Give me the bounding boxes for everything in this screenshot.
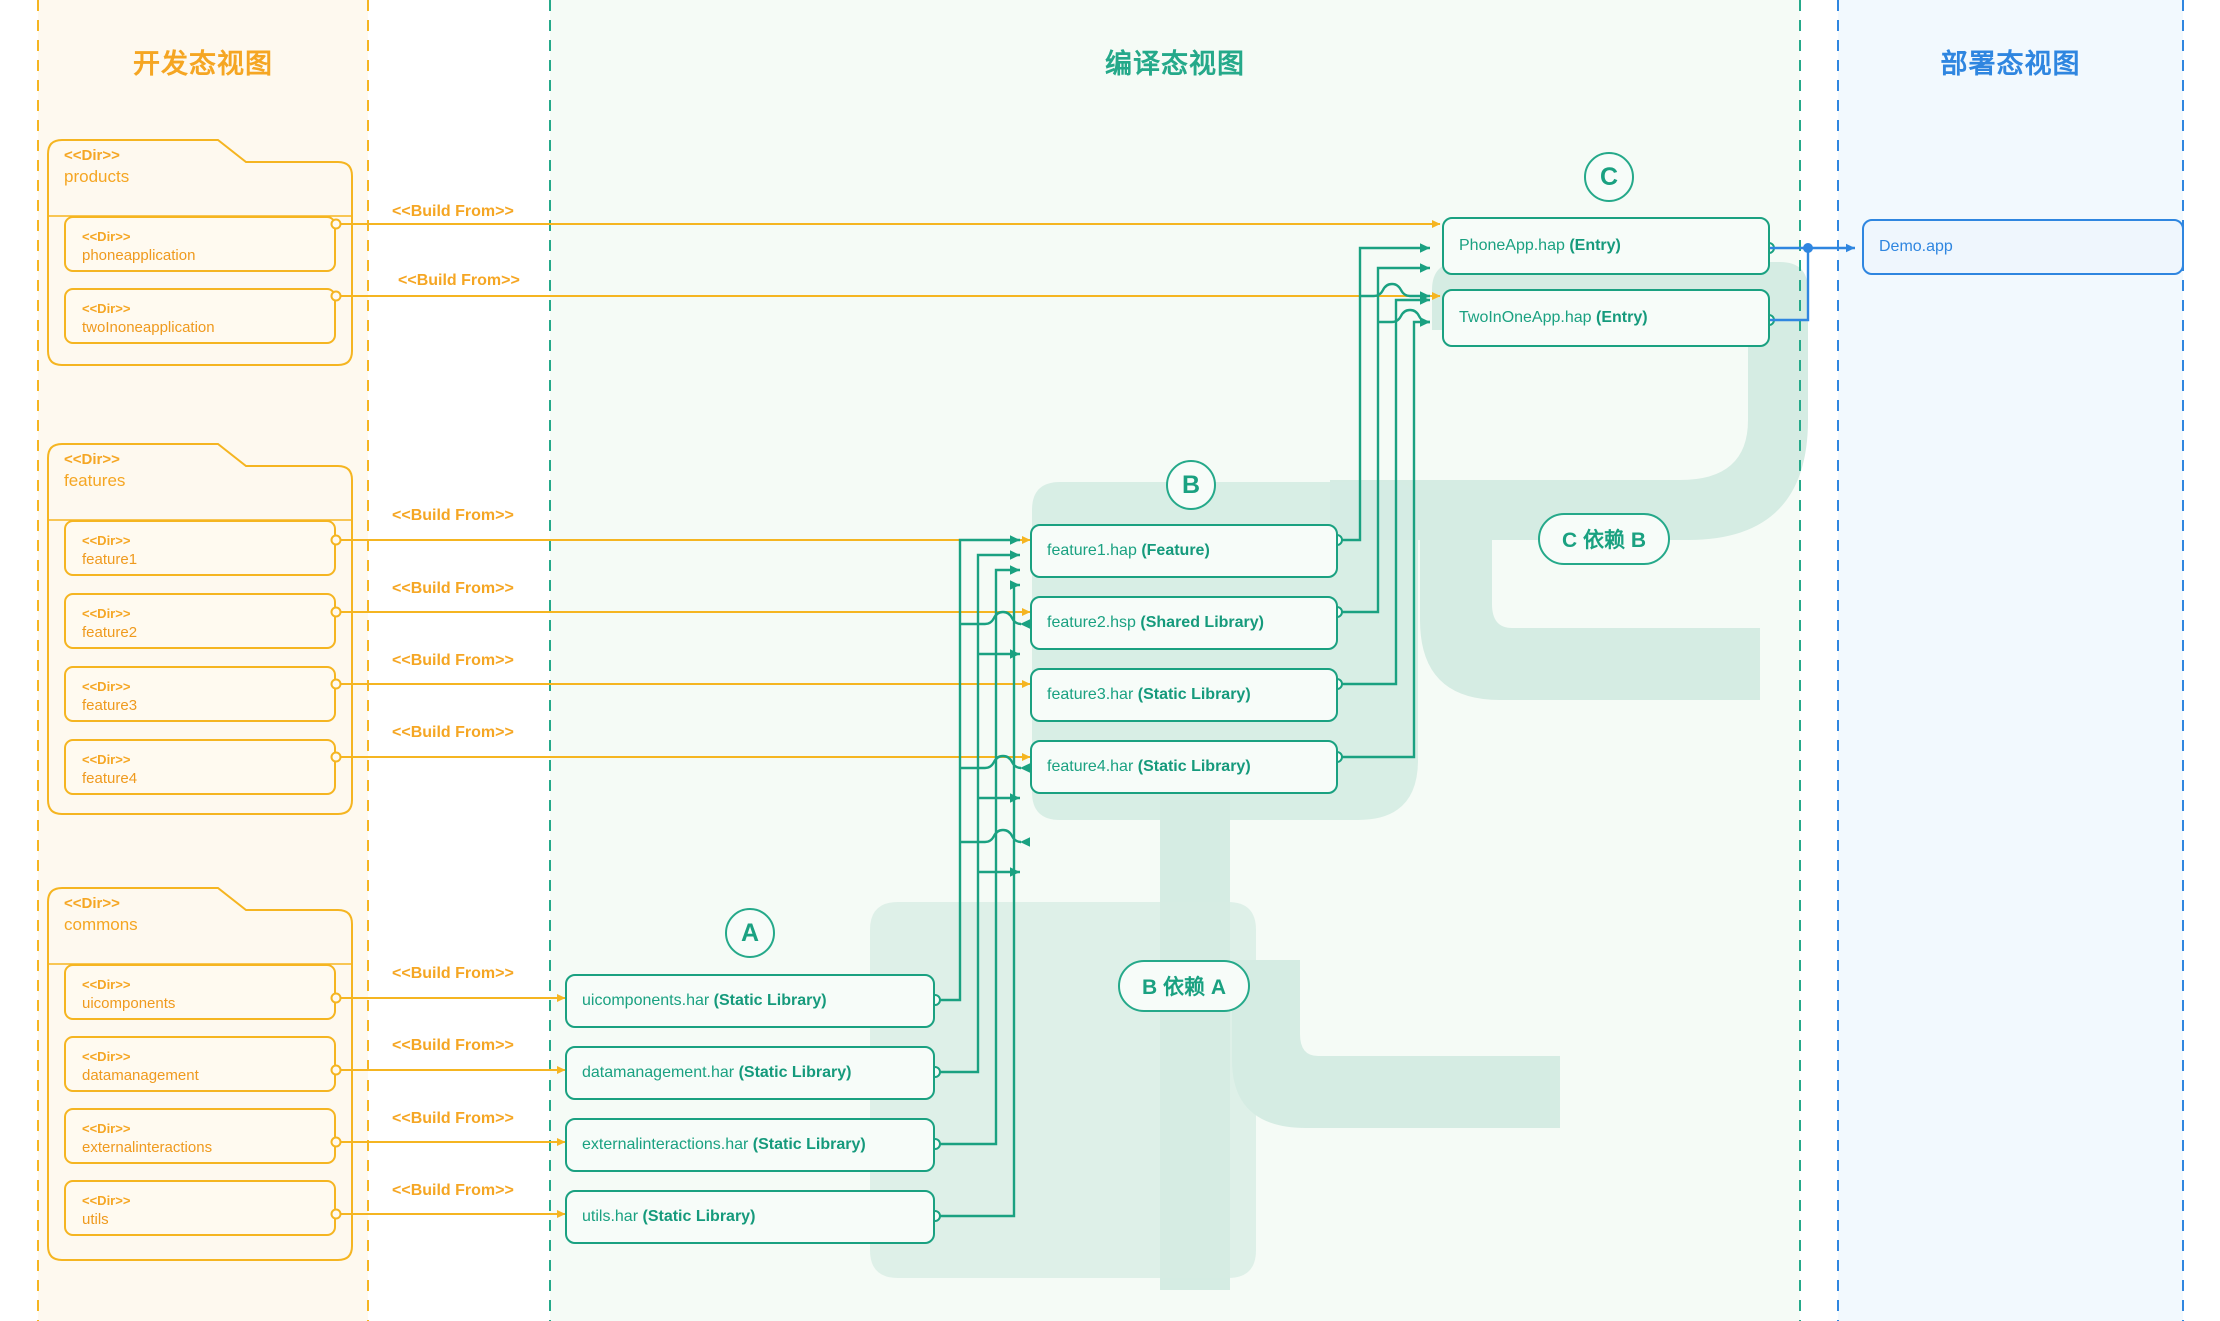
- node-name: feature1.hap: [1047, 542, 1137, 559]
- deploy-node-demoapp[interactable]: Demo.app: [1862, 219, 2184, 275]
- node-kind: (Static Library): [713, 992, 827, 1009]
- badge-group-b: B: [1166, 460, 1216, 510]
- build-from-label: <<Build From>>: [392, 1037, 514, 1054]
- compile-node-phoneapp[interactable]: PhoneApp.hap (Entry): [1442, 217, 1770, 275]
- node-name: datamanagement.har: [582, 1064, 735, 1081]
- node-kind: (Static Library): [752, 1136, 866, 1153]
- node-name: uicomponents.har: [582, 992, 710, 1009]
- compile-node-label: feature3.har (Static Library): [1032, 686, 1251, 704]
- compile-node-label: feature4.har (Static Library): [1032, 758, 1251, 776]
- deploy-view-title: 部署态视图: [1940, 49, 2081, 79]
- dir-node-uicomponents[interactable]: <<Dir>> uicomponents: [64, 964, 336, 1020]
- dir-node-phoneapplication[interactable]: <<Dir>> phoneapplication: [64, 216, 336, 272]
- folder-name: features: [64, 470, 126, 490]
- dir-stereotype: <<Dir>>: [82, 301, 131, 316]
- dev-view-title: 开发态视图: [133, 49, 273, 79]
- compile-node-label: uicomponents.har (Static Library): [567, 992, 827, 1010]
- compile-view-title: 编译态视图: [1105, 49, 1245, 79]
- folder-stereotype: <<Dir>>: [64, 895, 120, 912]
- dir-stereotype: <<Dir>>: [82, 679, 131, 694]
- dir-stereotype: <<Dir>>: [82, 752, 131, 767]
- compile-node-uicomponents[interactable]: uicomponents.har (Static Library): [565, 974, 935, 1028]
- compile-node-feature2[interactable]: feature2.hsp (Shared Library): [1030, 596, 1338, 650]
- compile-node-utils[interactable]: utils.har (Static Library): [565, 1190, 935, 1244]
- compile-node-label: datamanagement.har (Static Library): [567, 1064, 851, 1082]
- build-from-label: <<Build From>>: [392, 507, 514, 524]
- dir-name: externalinteractions: [82, 1138, 213, 1156]
- compile-node-label: TwoInOneApp.hap (Entry): [1444, 309, 1648, 327]
- dir-node-datamanagement[interactable]: <<Dir>> datamanagement: [64, 1036, 336, 1092]
- dir-name: uicomponents: [82, 994, 176, 1012]
- node-kind: (Entry): [1596, 309, 1648, 326]
- compile-node-twoinoneapp[interactable]: TwoInOneApp.hap (Entry): [1442, 289, 1770, 347]
- folder-header: <<Dir>> products: [64, 146, 129, 188]
- node-name: externalinteractions.har: [582, 1136, 749, 1153]
- node-name: feature3.har: [1047, 686, 1134, 703]
- dir-name: feature3: [82, 696, 138, 714]
- folder-stereotype: <<Dir>>: [64, 451, 120, 468]
- folder-stereotype: <<Dir>>: [64, 147, 120, 164]
- node-name: utils.har: [582, 1208, 639, 1225]
- compile-node-feature4[interactable]: feature4.har (Static Library): [1030, 740, 1338, 794]
- dir-name: phoneapplication: [82, 246, 196, 264]
- compile-node-label: feature1.hap (Feature): [1032, 542, 1210, 560]
- build-from-label: <<Build From>>: [398, 272, 520, 289]
- node-kind: (Static Library): [642, 1208, 756, 1225]
- build-from-label: <<Build From>>: [392, 652, 514, 669]
- dir-stereotype: <<Dir>>: [82, 533, 131, 548]
- build-from-label: <<Build From>>: [392, 203, 514, 220]
- node-kind: (Shared Library): [1140, 614, 1264, 631]
- dir-node-feature1[interactable]: <<Dir>> feature1: [64, 520, 336, 576]
- node-name: feature2.hsp: [1047, 614, 1136, 631]
- build-from-label: <<Build From>>: [392, 965, 514, 982]
- dir-node-feature3[interactable]: <<Dir>> feature3: [64, 666, 336, 722]
- dir-node-feature4[interactable]: <<Dir>> feature4: [64, 739, 336, 795]
- compile-node-label: utils.har (Static Library): [567, 1208, 755, 1226]
- dir-node-feature2[interactable]: <<Dir>> feature2: [64, 593, 336, 649]
- deploy-view-band: [1838, 0, 2183, 1321]
- compile-node-datamanagement[interactable]: datamanagement.har (Static Library): [565, 1046, 935, 1100]
- compile-node-externalinteractions[interactable]: externalinteractions.har (Static Library…: [565, 1118, 935, 1172]
- dir-name: feature1: [82, 550, 138, 568]
- dir-name: feature4: [82, 769, 138, 787]
- node-kind: (Static Library): [1137, 686, 1251, 703]
- node-kind: (Static Library): [1137, 758, 1251, 775]
- dir-stereotype: <<Dir>>: [82, 229, 131, 244]
- dir-name: datamanagement: [82, 1066, 199, 1084]
- folder-name: products: [64, 166, 130, 186]
- dir-name: utils: [82, 1210, 109, 1228]
- compile-node-label: externalinteractions.har (Static Library…: [567, 1136, 866, 1154]
- folder-name: commons: [64, 914, 138, 934]
- build-from-label: <<Build From>>: [392, 1110, 514, 1127]
- build-from-label: <<Build From>>: [392, 724, 514, 741]
- compile-node-label: feature2.hsp (Shared Library): [1032, 614, 1264, 632]
- build-from-label: <<Build From>>: [392, 1182, 514, 1199]
- dependency-note-b-a: B 依赖 A: [1118, 960, 1250, 1012]
- compile-node-label: PhoneApp.hap (Entry): [1444, 237, 1621, 255]
- node-kind: (Feature): [1141, 542, 1210, 559]
- dir-name: feature2: [82, 623, 138, 641]
- badge-group-a: A: [725, 908, 775, 958]
- deploy-node-label: Demo.app: [1879, 238, 1953, 255]
- dir-stereotype: <<Dir>>: [82, 606, 131, 621]
- node-name: PhoneApp.hap: [1459, 237, 1565, 254]
- dir-node-utils[interactable]: <<Dir>> utils: [64, 1180, 336, 1236]
- dir-node-externalinteractions[interactable]: <<Dir>> externalinteractions: [64, 1108, 336, 1164]
- dir-stereotype: <<Dir>>: [82, 1049, 131, 1064]
- dir-stereotype: <<Dir>>: [82, 977, 131, 992]
- node-kind: (Static Library): [738, 1064, 852, 1081]
- node-kind: (Entry): [1569, 237, 1621, 254]
- dir-stereotype: <<Dir>>: [82, 1121, 131, 1136]
- build-from-label: <<Build From>>: [392, 580, 514, 597]
- compile-node-feature1[interactable]: feature1.hap (Feature): [1030, 524, 1338, 578]
- node-name: TwoInOneApp.hap: [1459, 309, 1592, 326]
- dir-name: twoInoneapplication: [82, 318, 215, 336]
- compile-node-feature3[interactable]: feature3.har (Static Library): [1030, 668, 1338, 722]
- node-name: feature4.har: [1047, 758, 1134, 775]
- dir-stereotype: <<Dir>>: [82, 1193, 131, 1208]
- dir-node-twoinoneapplication[interactable]: <<Dir>> twoInoneapplication: [64, 288, 336, 344]
- badge-group-c: C: [1584, 152, 1634, 202]
- dependency-note-c-b: C 依赖 B: [1538, 513, 1670, 565]
